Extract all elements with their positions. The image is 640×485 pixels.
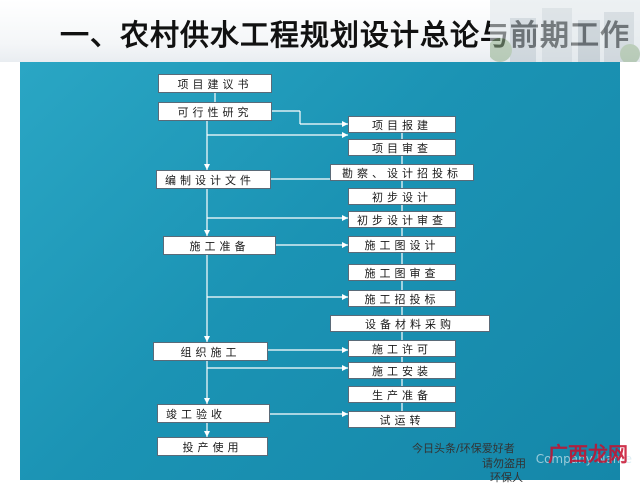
left-margin [0, 62, 20, 480]
right-margin [620, 62, 640, 480]
step-project-filing: 项目报建 [348, 116, 456, 133]
step-organize-construction: 组织施工 [153, 342, 268, 361]
step-preliminary-design: 初步设计 [348, 188, 456, 205]
step-survey-design-bidding: 勘察、设计招投标 [330, 164, 474, 181]
step-construction-permit: 施工许可 [348, 340, 456, 357]
step-construction-drawing-design: 施工图设计 [348, 236, 456, 253]
step-construction-drawing-review: 施工图审查 [348, 264, 456, 281]
watermark-line-3: 环保人 [490, 471, 523, 484]
slide-header: 一、农村供水工程规划设计总论与前期工作 [0, 0, 640, 62]
step-project-review: 项目审查 [348, 139, 456, 156]
step-equipment-procurement: 设备材料采购 [330, 315, 490, 332]
scenery-image [490, 0, 640, 62]
watermark-line-2: 请勿盗用 [482, 457, 526, 470]
watermark-brand: 广西龙网 [548, 442, 628, 466]
step-feasibility-study: 可行性研究 [158, 102, 272, 121]
step-completion-acceptance: 竣工验收 [157, 404, 270, 423]
step-construction-prep: 施工准备 [163, 236, 276, 255]
step-construction-bidding: 施工招投标 [348, 290, 456, 307]
step-trial-run: 试运转 [348, 411, 456, 428]
step-preliminary-design-review: 初步设计审查 [348, 211, 456, 228]
diagram-background [20, 62, 620, 480]
step-design-documents: 编制设计文件 [156, 170, 271, 189]
watermark-line-1: 今日头条/环保爱好者 [412, 442, 515, 455]
step-construction-installation: 施工安装 [348, 362, 456, 379]
step-project-proposal: 项目建议书 [158, 74, 272, 93]
watermark-company-name: Company Name [535, 452, 632, 466]
step-put-into-use: 投产使用 [157, 437, 268, 456]
step-production-prep: 生产准备 [348, 386, 456, 403]
